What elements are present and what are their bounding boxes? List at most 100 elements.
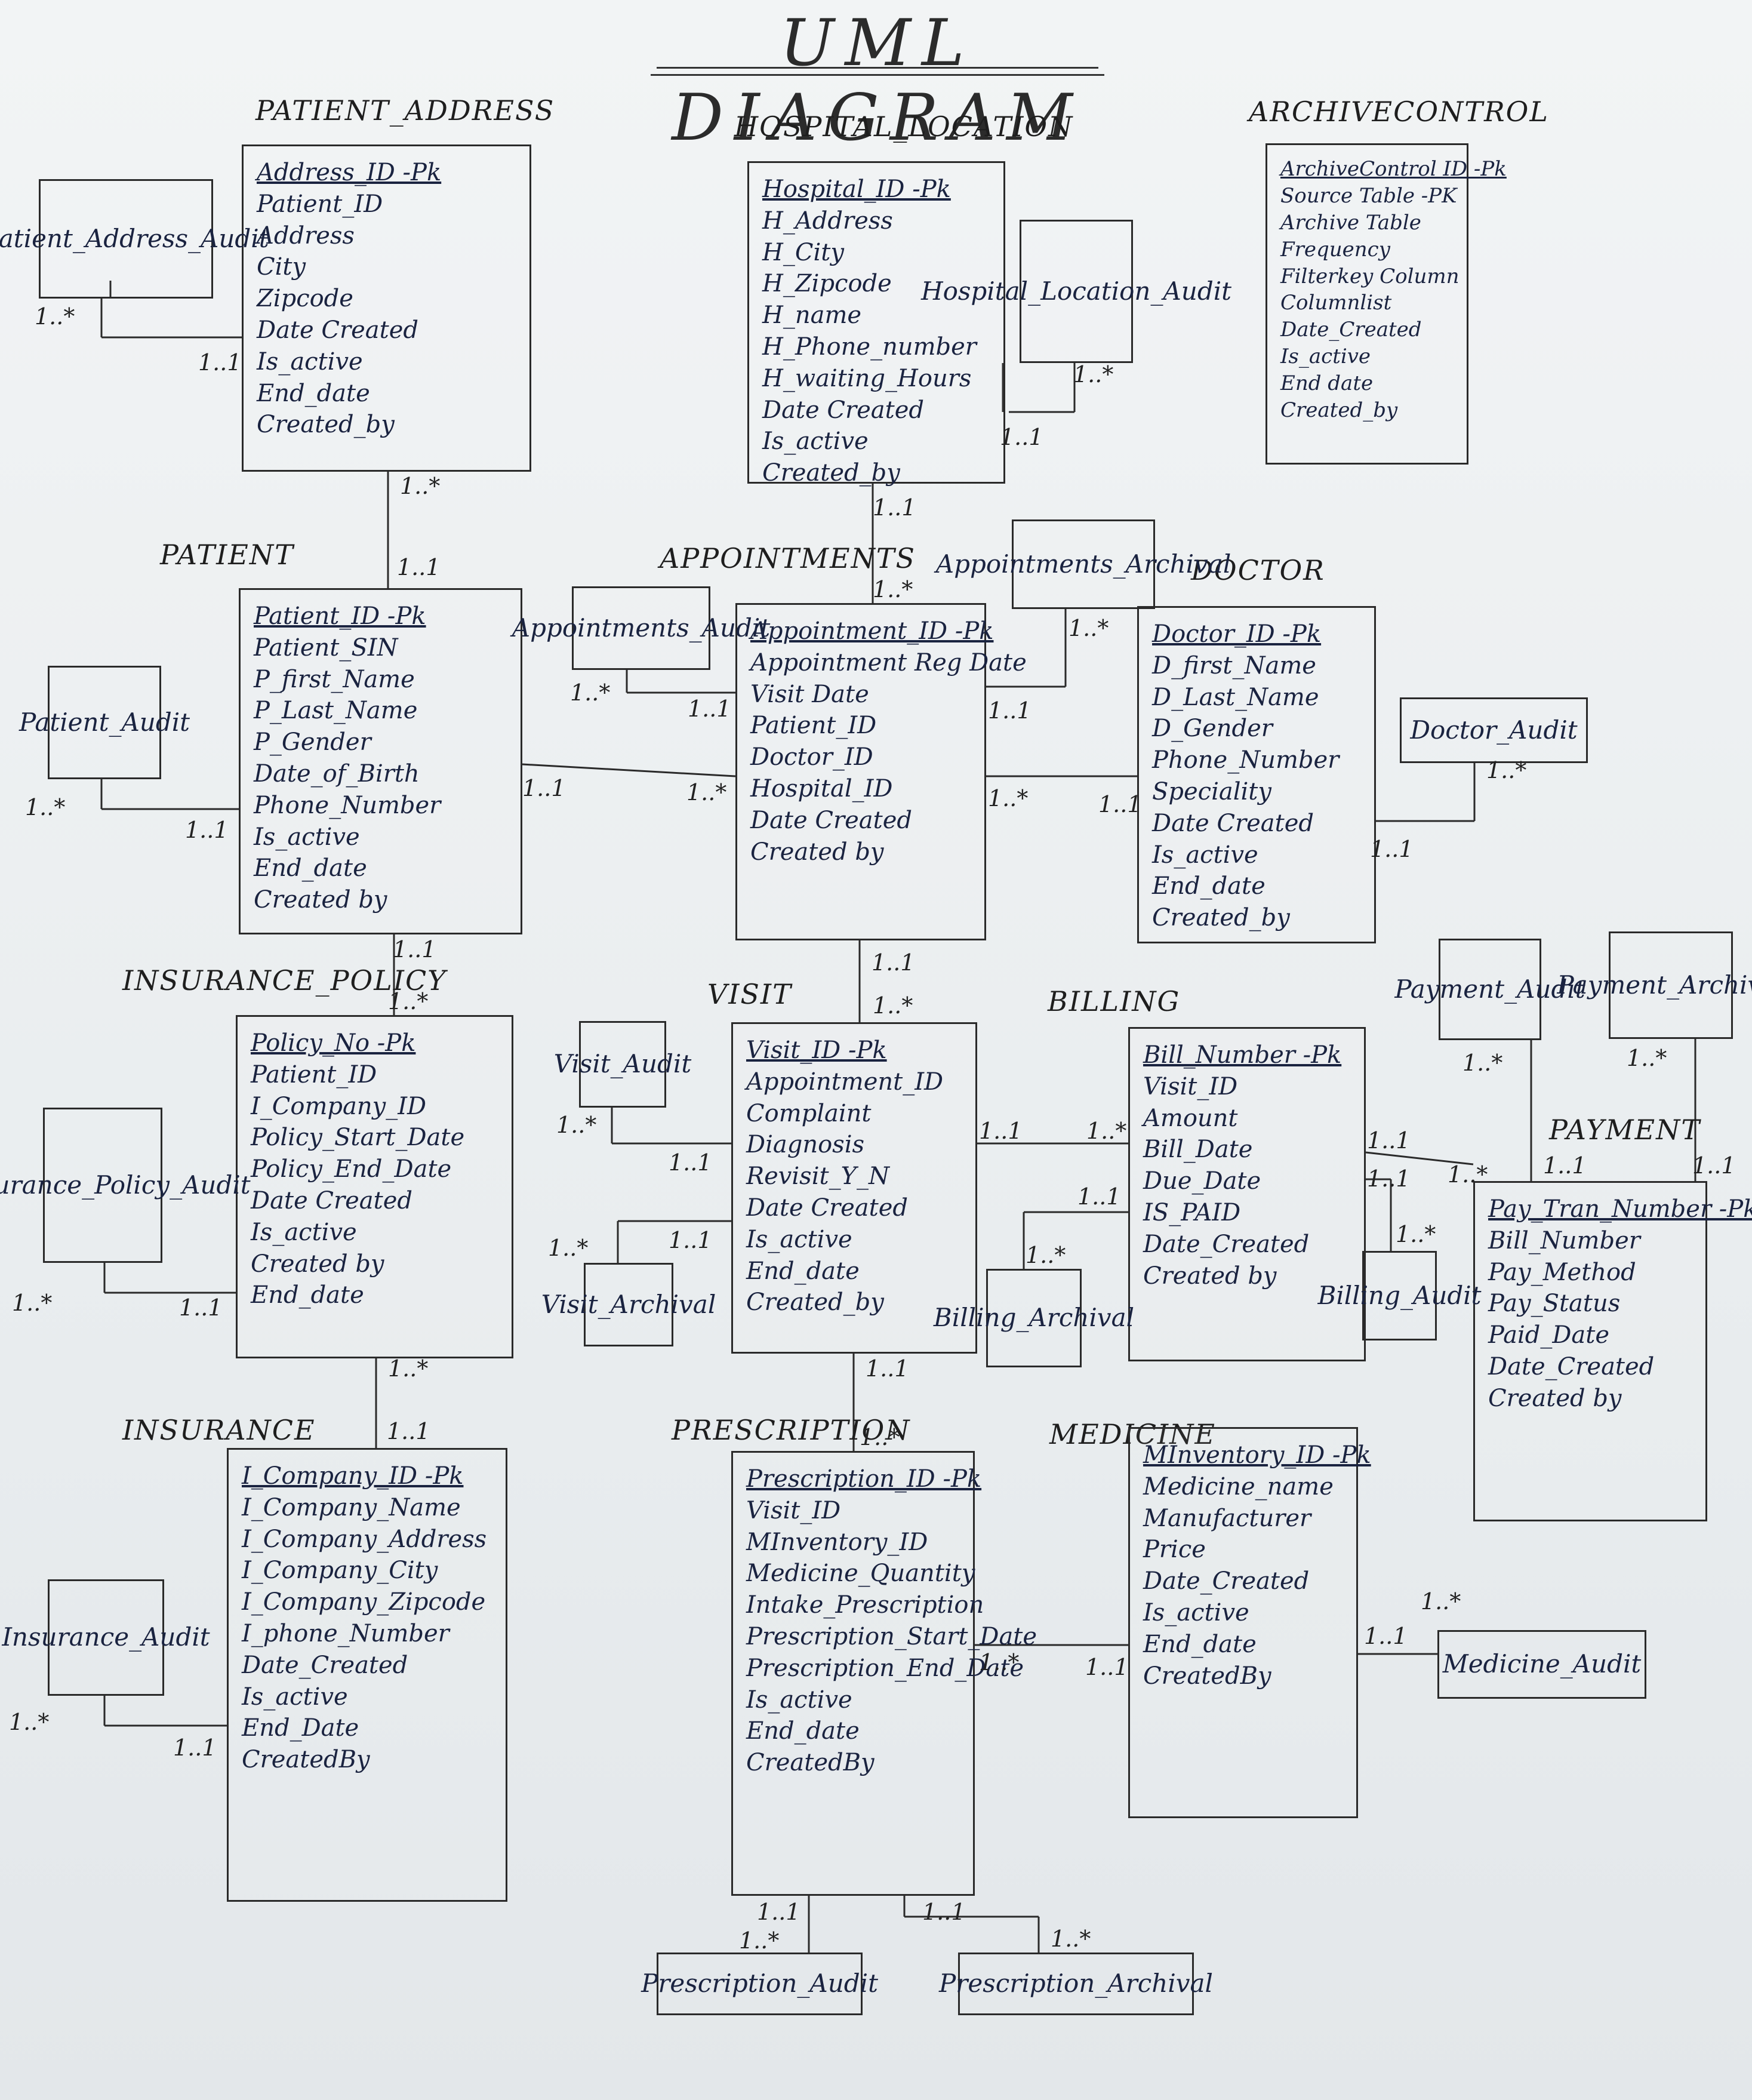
table-attribute: D_Gender: [1152, 715, 1273, 743]
primary-key-attribute: ArchiveControl ID -Pk: [1280, 157, 1507, 181]
table-attribute: Patient_ID: [750, 712, 877, 740]
doctor-audit: Doctor_Audit: [1400, 697, 1588, 763]
table-attribute: Pay_Method: [1488, 1258, 1636, 1286]
table-attribute: Prescription_Start_Date: [746, 1622, 1037, 1650]
table-attribute: Date Created: [750, 806, 912, 834]
table-attribute: Phone_Number: [1152, 746, 1340, 774]
table-attribute: Is_active: [254, 823, 360, 851]
insurance-audit: Insurance_Audit: [2, 1579, 210, 1696]
mult-label: 1..*: [1421, 1588, 1461, 1615]
table-attribute: Prescription_End_Date: [746, 1654, 1024, 1682]
table-attribute: Is_active: [242, 1683, 348, 1711]
mult-label: 1..1: [397, 554, 441, 580]
table-attribute: Due_Date: [1143, 1167, 1261, 1195]
table-attribute: Address: [257, 222, 355, 250]
primary-key-attribute: Bill_Number -Pk: [1143, 1041, 1342, 1069]
primary-key-attribute: Prescription_ID -Pk: [746, 1465, 982, 1493]
table-attribute: Is_active: [257, 348, 363, 376]
mult-label: 1..*: [556, 1112, 597, 1138]
mult-label: 1..1: [1077, 1183, 1121, 1210]
table-attribute: MInventory_ID: [746, 1528, 928, 1556]
primary-key-attribute: Patient_ID -Pk: [254, 602, 426, 630]
table-attribute: I_Company_Zipcode: [242, 1588, 486, 1616]
primary-key-attribute: Pay_Tran_Number -Pk: [1488, 1195, 1752, 1223]
title-underline-2: [651, 74, 1104, 76]
table-attribute: CreatedBy: [746, 1749, 875, 1777]
table-attribute: End_date: [254, 854, 367, 883]
prescription-audit: Prescription_Audit: [641, 1953, 878, 2015]
appointments-title: APPOINTMENTS: [660, 542, 916, 574]
mult-label: 1..1: [1364, 1623, 1408, 1649]
table-attribute: Doctor_ID: [750, 743, 873, 771]
primary-key-attribute: Policy_No -Pk: [251, 1029, 416, 1057]
table-attribute: Date_Created: [1488, 1352, 1655, 1380]
mult-label: 1..1: [185, 817, 229, 843]
table-attribute: Created_by: [762, 459, 900, 487]
table-attribute: Date_Created: [242, 1651, 408, 1679]
table-attribute: Is_active: [251, 1218, 357, 1246]
table-attribute: End date: [1280, 371, 1374, 395]
billing-title: BILLING: [1048, 985, 1181, 1017]
table-attribute: End_date: [257, 379, 370, 407]
table-attribute: Manufacturer: [1143, 1504, 1311, 1532]
table-attribute: City: [257, 253, 306, 281]
table-attribute: H_Phone_number: [762, 333, 977, 361]
mult-label: 1..1: [1370, 836, 1414, 862]
table-attribute: Date Created: [1152, 809, 1314, 837]
table-attribute: Bill_Number: [1488, 1226, 1640, 1255]
table-attribute: End_Date: [242, 1714, 359, 1742]
mult-label: 1..*: [25, 794, 66, 820]
table-attribute: Zipcode: [257, 285, 353, 313]
mult-label: 1..*: [1396, 1221, 1436, 1247]
hospital-location-audit: Hospital_Location_Audit: [921, 220, 1231, 363]
table-attribute: Patient_SIN: [254, 634, 398, 662]
table-attribute: Intake_Prescription: [746, 1591, 984, 1619]
patient-address-title: PATIENT_ADDRESS: [255, 94, 555, 127]
table-attribute: P_Gender: [254, 728, 371, 757]
mult-label: 1..1: [179, 1295, 223, 1321]
mult-label: 1..1: [873, 494, 916, 521]
hospital-location-title: HOSPITAL_LOCATION: [734, 110, 1074, 143]
mult-label: 1..1: [1085, 1654, 1129, 1680]
patient-title: PATIENT: [160, 539, 294, 571]
table-attribute: I_Company_ID: [251, 1092, 427, 1120]
table-attribute: P_first_Name: [254, 665, 415, 693]
table-attribute: Created_by: [1152, 904, 1290, 932]
table-attribute: D_first_Name: [1152, 651, 1316, 679]
table-attribute: Medicine_name: [1143, 1472, 1334, 1501]
mult-label: 1..*: [388, 988, 429, 1014]
mult-label: 1..1: [1098, 791, 1142, 817]
table-attribute: Diagnosis: [746, 1131, 865, 1159]
table-attribute: Medicine_Quantity: [746, 1560, 975, 1588]
visit-title: VISIT: [707, 978, 792, 1010]
table-attribute: Is_active: [746, 1686, 852, 1714]
mult-label: 1..*: [873, 992, 913, 1019]
archive-control-title: ARCHIVECONTROL: [1249, 96, 1549, 128]
table-attribute: Created_by: [746, 1289, 884, 1317]
doctor-title: DOCTOR: [1191, 554, 1325, 586]
table-attribute: Patient_ID: [251, 1060, 377, 1089]
mult-label: 1..1: [393, 936, 436, 963]
table-attribute: Date_Created: [1280, 318, 1422, 342]
primary-key-attribute: Doctor_ID -Pk: [1152, 620, 1322, 648]
mult-label: 1..1: [387, 1418, 430, 1444]
relationship-connector: [1365, 1151, 1474, 1166]
table-attribute: Is_active: [746, 1225, 852, 1253]
mult-label: 1..*: [1627, 1045, 1667, 1071]
table-attribute: Paid_Date: [1488, 1321, 1610, 1349]
table-attribute: Policy_Start_Date: [251, 1124, 465, 1152]
table-attribute: Price: [1143, 1536, 1206, 1564]
table-attribute: End_date: [746, 1717, 860, 1745]
table-attribute: End_date: [1152, 872, 1265, 900]
mult-label: 1..1: [1543, 1152, 1587, 1179]
table-attribute: Created by: [1143, 1262, 1277, 1290]
table-attribute: Patient_ID: [257, 190, 383, 218]
table-attribute: Amount: [1143, 1104, 1238, 1132]
